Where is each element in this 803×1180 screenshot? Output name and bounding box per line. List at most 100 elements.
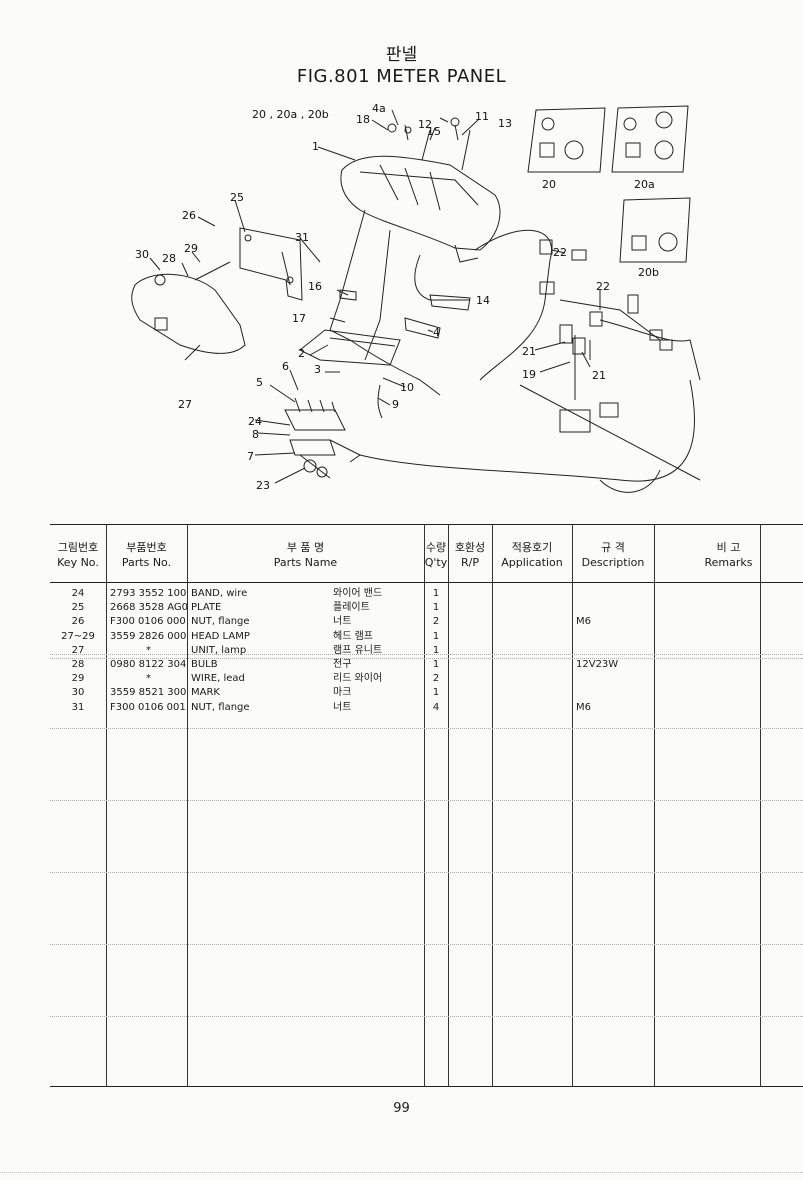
cell-key: 30 (71, 687, 85, 699)
callout-20-group: 20 , 20a , 20b (252, 108, 329, 121)
callout-27: 27 (178, 398, 192, 411)
callout-29: 29 (184, 242, 198, 255)
cell-qty: 1 (432, 602, 440, 614)
cell-name-ko: 와이어 밴드 (333, 588, 383, 599)
row-separator (50, 657, 803, 659)
callout-labels: 20 , 20a , 20b 4a 18 12 11 13 15 1 20 20… (135, 102, 659, 492)
cell-description: M6 (576, 616, 591, 628)
callout-21a: 21 (522, 345, 536, 358)
cell-description (576, 601, 654, 615)
callout-16: 16 (308, 280, 322, 293)
callout-3: 3 (314, 363, 321, 376)
cell-key: 26 (71, 616, 85, 628)
callout-4: 4 (433, 326, 440, 339)
cell-description (576, 630, 654, 644)
cell-name-ko: 너트 (333, 616, 352, 628)
callout-1: 1 (312, 140, 319, 153)
cell-key: 25 (71, 602, 85, 614)
figure-title: FIG.801 METER PANEL (296, 66, 507, 87)
cell-name-en: MARK (191, 687, 220, 699)
cell-name-en: HEAD LAMP (191, 630, 250, 642)
cell-qty: 2 (432, 616, 440, 628)
cell-part-no: 0980 8122 304 (110, 659, 187, 670)
cell-part-no: F300 0106 000 (110, 616, 186, 628)
cell-key: 31 (71, 701, 85, 713)
callout-21b: 21 (592, 369, 606, 382)
callout-11: 11 (475, 110, 489, 123)
callout-28: 28 (162, 252, 176, 265)
cell-description (576, 686, 654, 700)
cell-qty: 1 (432, 644, 440, 656)
callout-6: 6 (282, 360, 289, 373)
cell-part-no: 3559 2826 000 (110, 630, 187, 642)
cell-name-en: UNIT, lamp (191, 644, 247, 656)
head-lamp (131, 273, 246, 354)
cell-qty: 4 (432, 701, 440, 713)
cell-key: 28 (71, 659, 85, 670)
callout-2: 2 (298, 347, 305, 360)
label-plate-20b (619, 197, 691, 263)
cell-name-ko: 램프 유니트 (333, 644, 383, 656)
figure-title-korean: 판넬 (385, 45, 418, 65)
cell-name-en: PLATE (191, 602, 222, 614)
cell-name-ko: 너트 (333, 701, 352, 713)
callout-7: 7 (247, 450, 254, 463)
plate (239, 227, 303, 301)
callout-22a: 22 (553, 246, 567, 259)
cell-part-no: 3559 8521 300 (110, 687, 187, 699)
callout-8: 8 (252, 428, 259, 441)
cell-name-ko: 헤드 램프 (333, 630, 373, 642)
callout-23: 23 (256, 479, 270, 492)
callout-20b: 20b (638, 266, 659, 279)
cell-description: 12V23W (576, 659, 619, 670)
cell-name-ko: 리드 와이어 (333, 673, 383, 685)
callout-4a: 4a (372, 102, 386, 115)
cell-name-ko: 전구 (333, 659, 352, 670)
gauge-cluster (299, 329, 401, 366)
cell-part-no: * (146, 673, 151, 685)
callout-30: 30 (135, 248, 149, 261)
cell-name-en: BAND, wire (191, 588, 248, 599)
cell-key: 24 (71, 588, 85, 599)
cell-part-no: 2793 3552 100 (110, 588, 187, 599)
cell-description (576, 644, 654, 658)
cell-name-en: NUT, flange (191, 616, 250, 628)
callout-5: 5 (256, 376, 263, 389)
callout-18: 18 (356, 113, 370, 126)
cell-name-ko: 마크 (333, 687, 352, 699)
cell-name-ko: 플레이트 (333, 602, 370, 614)
callout-14: 14 (476, 294, 490, 307)
callout-26: 26 (182, 209, 196, 222)
callout-31: 31 (295, 231, 309, 244)
label-plate-20 (527, 107, 606, 173)
cell-qty: 1 (432, 687, 440, 699)
cell-name-en: BULB (191, 659, 218, 670)
page-number: 99 (393, 1101, 410, 1116)
cell-key: 29 (71, 673, 85, 685)
exploded-parts-diagram: 20 , 20a , 20b 4a 18 12 11 13 15 1 20 20… (131, 102, 701, 493)
cell-qty: 1 (432, 630, 440, 642)
meter-panel-housing (340, 155, 501, 251)
cell-key: 27 (71, 644, 85, 656)
callout-25: 25 (230, 191, 244, 204)
cell-qty: 1 (432, 588, 440, 599)
callout-20: 20 (542, 178, 556, 191)
cell-name-en: NUT, flange (191, 701, 250, 713)
label-plate-20a (611, 105, 689, 173)
cell-description (576, 672, 654, 686)
cell-qty: 2 (432, 673, 440, 685)
callout-15: 15 (427, 125, 441, 138)
callout-19: 19 (522, 368, 536, 381)
cell-part-no: * (146, 644, 151, 656)
callout-20a: 20a (634, 178, 655, 191)
callout-10: 10 (400, 381, 414, 394)
callout-9: 9 (392, 398, 399, 411)
